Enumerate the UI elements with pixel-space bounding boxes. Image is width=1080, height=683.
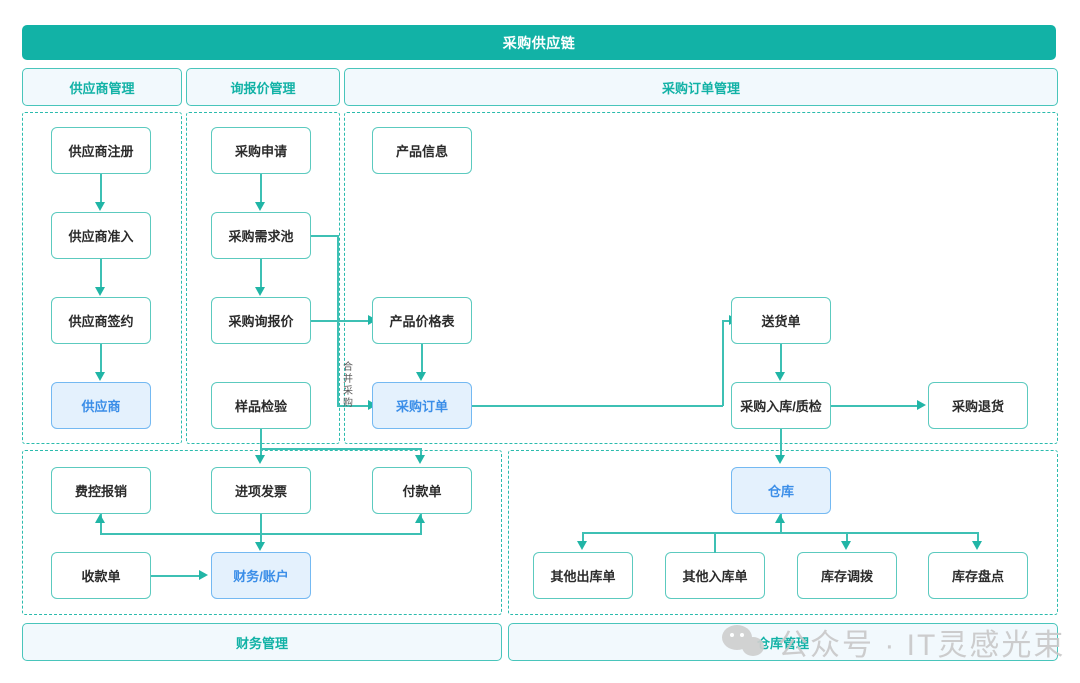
edge-pricelist-to-po — [421, 344, 423, 373]
node-warehouse[interactable]: 仓库 — [731, 467, 831, 514]
arrowhead-inbound-to-warehouse — [775, 455, 785, 464]
node-inbound-qc[interactable]: 采购入库/质检 — [731, 382, 831, 429]
node-sample-check[interactable]: 样品检验 — [211, 382, 311, 429]
edge-bus-up-expense — [100, 514, 102, 534]
edge-inbound-to-return — [831, 405, 919, 407]
arrowhead-bus-to-stock-transfer — [841, 541, 851, 550]
edge-delivery-to-inbound — [780, 344, 782, 373]
node-purchase-order[interactable]: 采购订单 — [372, 382, 472, 429]
node-receipt-voucher[interactable]: 收款单 — [51, 552, 151, 599]
edge-request-to-pool — [260, 174, 262, 203]
arrowhead-bus-to-stock-count — [972, 541, 982, 550]
edge-bus-to-payment — [420, 448, 422, 457]
arrowhead-inbound-up-warehouse — [775, 514, 785, 523]
arrowhead-po-to-invoice — [255, 455, 265, 464]
edge-pool-right — [311, 235, 338, 237]
edge-po-up — [722, 320, 724, 406]
node-delivery-note[interactable]: 送货单 — [731, 297, 831, 344]
edge-inbound-to-warehouse — [780, 429, 782, 457]
node-supplier-contract[interactable]: 供应商签约 — [51, 297, 151, 344]
edge-bus-up-payment — [420, 514, 422, 534]
edge-register-to-access — [100, 174, 102, 203]
group-frame-supplier — [22, 112, 182, 444]
edge-pool-to-rfq — [260, 259, 262, 288]
arrowhead-invoice-to-finance — [255, 542, 265, 551]
group-frame-po — [344, 112, 1058, 444]
arrowhead-delivery-to-inbound — [775, 372, 785, 381]
arrowhead-pool-to-rfq — [255, 287, 265, 296]
edge-invoice-to-finance — [260, 514, 262, 543]
node-other-outbound[interactable]: 其他出库单 — [533, 552, 633, 599]
edge-other-inbound-to-bus — [714, 532, 716, 553]
node-expense-claim[interactable]: 费控报销 — [51, 467, 151, 514]
arrowhead-pricelist-to-po — [416, 372, 426, 381]
node-input-invoice[interactable]: 进项发票 — [211, 467, 311, 514]
arrowhead-bus-to-expense — [95, 514, 105, 523]
node-purchase-return[interactable]: 采购退货 — [928, 382, 1028, 429]
node-supplier-register[interactable]: 供应商注册 — [51, 127, 151, 174]
node-product-info[interactable]: 产品信息 — [372, 127, 472, 174]
edge-receipt-to-finance — [151, 575, 201, 577]
edge-bus-to-other-outbound — [582, 532, 584, 543]
group-frame-warehouse — [508, 450, 1058, 615]
node-payment-voucher[interactable]: 付款单 — [372, 467, 472, 514]
edge-bus-to-stock-count — [977, 532, 979, 543]
arrowhead-contract-to-supplier — [95, 372, 105, 381]
arrowhead-bus-to-other-outbound — [577, 541, 587, 550]
section-footer-finance-mgmt[interactable]: 财务管理 — [22, 623, 502, 661]
node-supplier[interactable]: 供应商 — [51, 382, 151, 429]
edge-contract-to-supplier — [100, 344, 102, 373]
edge-access-to-contract — [100, 259, 102, 288]
node-rfq[interactable]: 采购询报价 — [211, 297, 311, 344]
arrowhead-register-to-access — [95, 202, 105, 211]
group-frame-finance — [22, 450, 502, 615]
node-finance-account[interactable]: 财务/账户 — [211, 552, 311, 599]
edge-rfq-to-pricelist — [311, 320, 370, 322]
page-title: 采购供应链 — [22, 25, 1056, 60]
edge-warehouse-bus — [582, 532, 978, 534]
node-other-inbound[interactable]: 其他入库单 — [665, 552, 765, 599]
section-header-rfq-mgmt[interactable]: 询报价管理 — [186, 68, 340, 106]
arrowhead-inbound-to-return — [917, 400, 926, 410]
node-purchase-request[interactable]: 采购申请 — [211, 127, 311, 174]
edge-po-down-stem — [260, 429, 262, 457]
group-frame-rfq — [186, 112, 340, 444]
node-price-list[interactable]: 产品价格表 — [372, 297, 472, 344]
node-demand-pool[interactable]: 采购需求池 — [211, 212, 311, 259]
edge-finance-bus — [100, 533, 422, 535]
arrowhead-receipt-to-finance — [199, 570, 208, 580]
edge-label-merge-purchase: 合 并 采 购 — [343, 362, 353, 409]
section-footer-warehouse-mgmt[interactable]: 仓库管理 — [508, 623, 1058, 661]
node-stock-count[interactable]: 库存盘点 — [928, 552, 1028, 599]
edge-po-down-bus — [260, 448, 421, 450]
arrowhead-access-to-contract — [95, 287, 105, 296]
node-supplier-access[interactable]: 供应商准入 — [51, 212, 151, 259]
section-header-po-mgmt[interactable]: 采购订单管理 — [344, 68, 1058, 106]
node-stock-transfer[interactable]: 库存调拨 — [797, 552, 897, 599]
arrowhead-bus-to-payment — [415, 455, 425, 464]
edge-pool-to-po — [337, 405, 370, 407]
section-header-supplier-mgmt[interactable]: 供应商管理 — [22, 68, 182, 106]
arrowhead-request-to-pool — [255, 202, 265, 211]
arrowhead-bus-to-payment-up — [415, 514, 425, 523]
edge-po-right — [472, 405, 723, 407]
edge-bus-to-stock-transfer — [846, 532, 848, 543]
edge-warehouse-stem — [780, 514, 782, 533]
